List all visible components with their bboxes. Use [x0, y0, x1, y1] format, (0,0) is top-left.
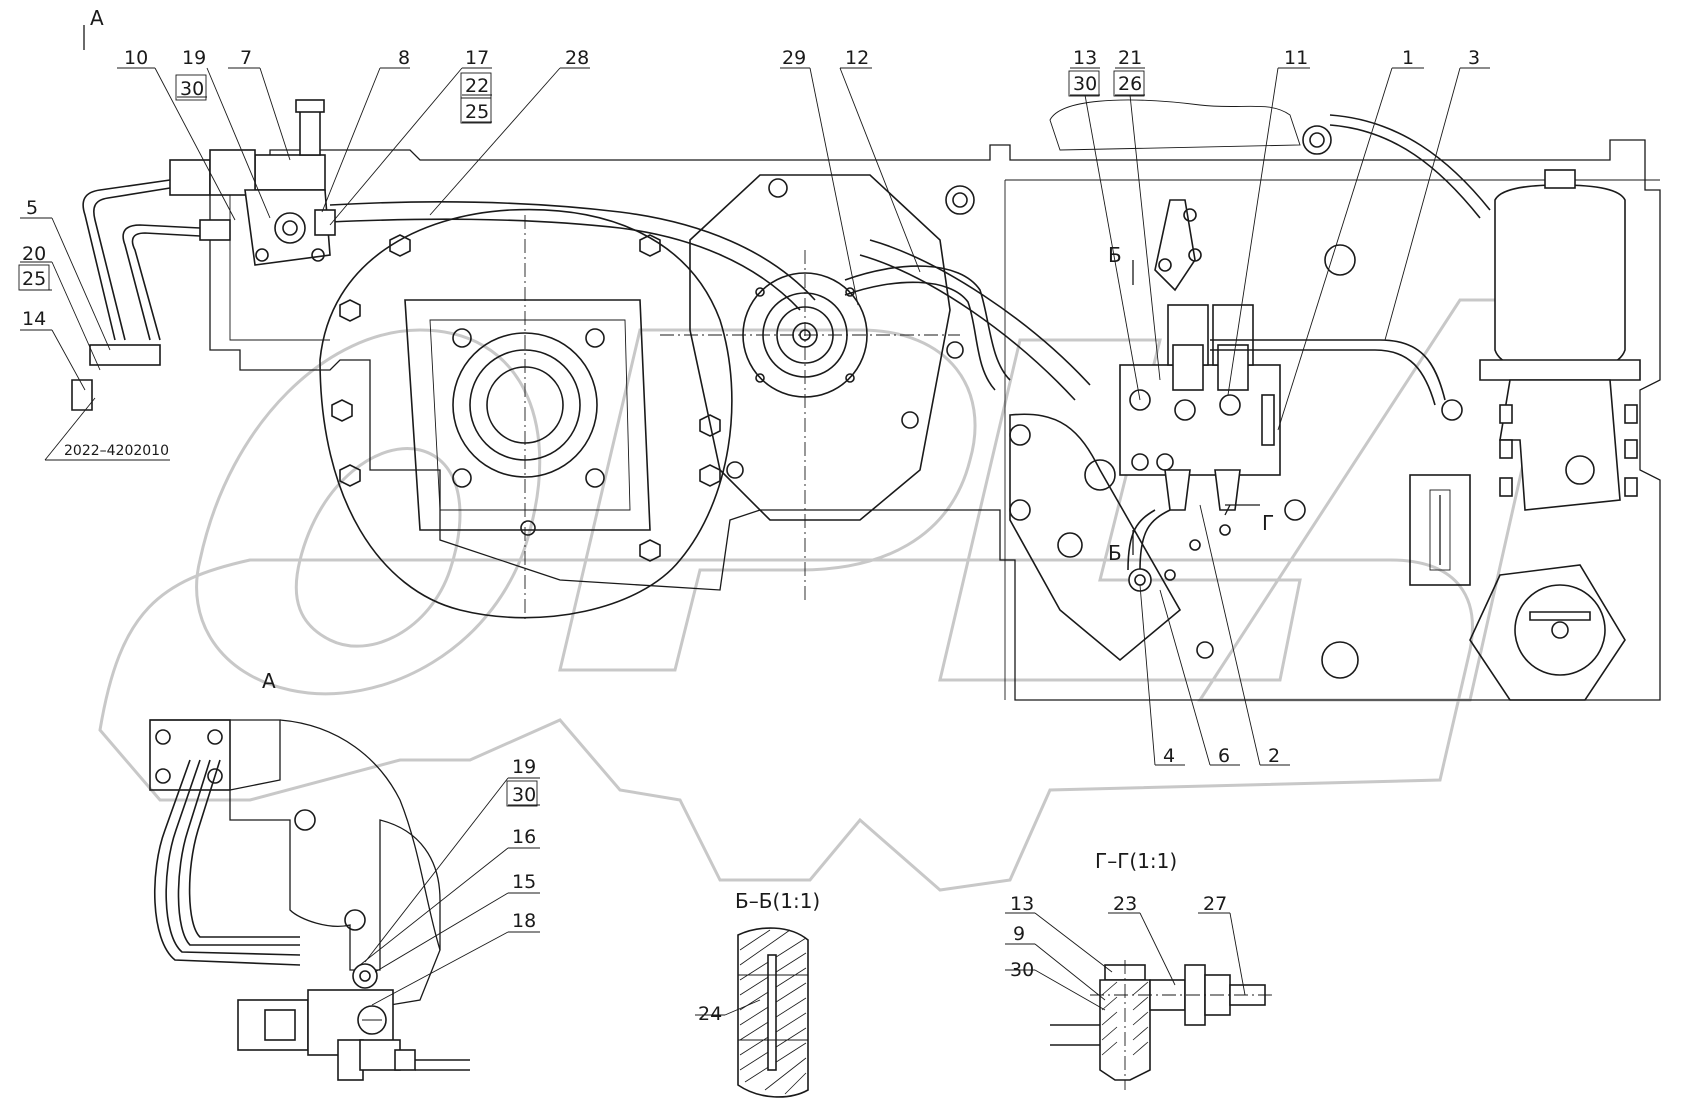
callout-10: 10 [124, 47, 148, 69]
section-gg-detail [1050, 960, 1275, 1090]
callout-25-left: 25 [22, 268, 46, 290]
left-solenoid-unit [71, 99, 336, 411]
callout-21: 21 [1118, 47, 1142, 69]
callout-30-right: 30 [1073, 73, 1097, 95]
callout-29: 29 [782, 47, 806, 69]
callout-5: 5 [26, 197, 38, 219]
section-gg-mark: Г [1262, 511, 1274, 535]
bracket-lower [1009, 413, 1306, 662]
section-bb-mark-bottom: Б [1108, 541, 1122, 565]
bracket-left [1154, 199, 1202, 292]
gearbox-housing [209, 99, 1661, 701]
callout-frames [18, 70, 1145, 807]
callout-22: 22 [465, 75, 489, 97]
pipes [329, 114, 1491, 592]
view-a-arrow-label: А [90, 6, 104, 30]
callout-numbers: 10 19 30 7 8 17 22 25 28 5 20 25 14 29 1… [22, 47, 1480, 1025]
callout-18: 18 [512, 910, 536, 932]
callout-8: 8 [398, 47, 410, 69]
valve-block [1119, 304, 1281, 511]
watermark-logo [98, 298, 1562, 892]
oil-filter [1479, 169, 1641, 511]
callout-13-section: 13 [1010, 893, 1034, 915]
section-marks [83, 25, 1260, 555]
callout-14: 14 [22, 308, 46, 330]
callout-30: 30 [180, 78, 204, 100]
section-bb-detail [737, 927, 809, 1098]
callout-12: 12 [845, 47, 869, 69]
callout-26: 26 [1118, 73, 1142, 95]
oil-level-window [1409, 474, 1471, 586]
callout-3: 3 [1468, 47, 1480, 69]
section-gg-title: Г–Г(1:1) [1095, 849, 1177, 873]
view-a-detail [149, 719, 470, 1081]
callout-30-section: 30 [1010, 959, 1034, 981]
callout-27: 27 [1203, 893, 1227, 915]
callout-16: 16 [512, 826, 536, 848]
callout-15: 15 [512, 871, 536, 893]
callout-9: 9 [1013, 923, 1025, 945]
callout-4: 4 [1163, 745, 1175, 767]
callout-6: 6 [1218, 745, 1230, 767]
callout-19: 19 [182, 47, 206, 69]
callout-20: 20 [22, 243, 46, 265]
callout-11: 11 [1284, 47, 1308, 69]
section-bb-title: Б–Б(1:1) [735, 889, 820, 913]
center-cover [660, 174, 975, 600]
leader-lines [20, 67, 1490, 1016]
part-number: 2022–4202010 [64, 443, 169, 459]
callout-17: 17 [465, 47, 489, 69]
callout-23: 23 [1113, 893, 1137, 915]
callout-24: 24 [698, 1003, 722, 1025]
callout-13: 13 [1073, 47, 1097, 69]
flange-housing [319, 208, 733, 620]
callout-2: 2 [1268, 745, 1280, 767]
callout-7: 7 [240, 47, 252, 69]
callout-19-view-a: 19 [512, 756, 536, 778]
section-bb-mark-top: Б [1108, 243, 1122, 267]
callout-25: 25 [465, 101, 489, 123]
callout-28: 28 [565, 47, 589, 69]
view-a-label: А [262, 669, 276, 693]
callout-30-view-a: 30 [512, 784, 536, 806]
round-cover [1469, 564, 1626, 701]
callout-1: 1 [1402, 47, 1414, 69]
